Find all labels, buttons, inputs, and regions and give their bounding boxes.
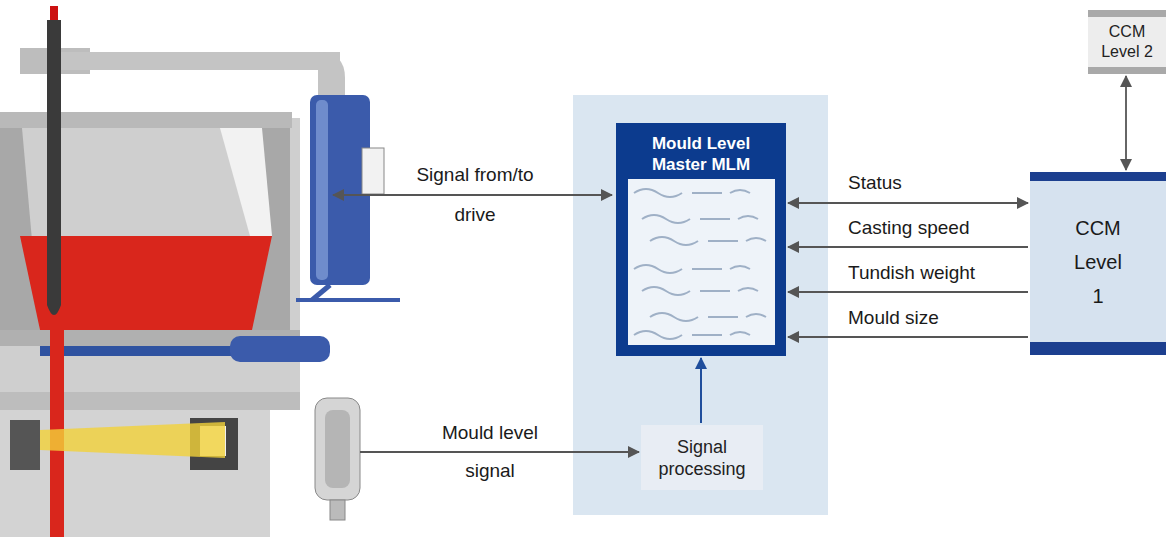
system-box: CCM Level 1: [1030, 172, 1166, 355]
mould: [0, 410, 270, 537]
level-signal-arrow: [360, 451, 639, 453]
connector-arrow: [788, 202, 1028, 204]
stopper-rod: [47, 20, 61, 315]
formula-stroke: [634, 265, 750, 273]
mould-block: [10, 420, 40, 470]
controller-box: Mould Level Master MLM: [616, 123, 786, 356]
signal-label: Mould size: [848, 306, 939, 329]
drive-signal-arrow: [333, 194, 612, 196]
node-text: CCM Level 1: [1068, 211, 1128, 313]
connector-arrow: [788, 246, 1028, 248]
signal-label: Signal from/to drive: [400, 155, 550, 235]
signal-label: Tundish weight: [848, 261, 975, 284]
formula-stroke: [634, 331, 750, 339]
formula-stroke: [650, 237, 766, 245]
node-text: Mould Level Master MLM: [631, 133, 771, 175]
formula-stroke: [650, 313, 766, 321]
gate-cylinder: [230, 336, 330, 362]
stopper-arm: [60, 52, 340, 70]
formula-picture: [628, 179, 775, 345]
level-sensor: [325, 410, 350, 488]
drive-cylinder: [310, 95, 370, 285]
connector-arrow: [1125, 76, 1127, 170]
signal-label: Status: [848, 171, 902, 194]
drive-lever: [312, 285, 330, 300]
tundish-lining: [220, 128, 272, 236]
formula-picture: [628, 179, 775, 345]
node-text: CCM Level 2: [1094, 22, 1160, 62]
drive-highlight: [316, 100, 328, 280]
control-box: [362, 148, 384, 194]
rod-cap: [50, 6, 58, 20]
node-text: Signal processing: [646, 436, 758, 480]
tundish-lid: [0, 112, 292, 128]
formula-stroke: [642, 215, 758, 223]
system-box: CCM Level 2: [1088, 10, 1166, 74]
mould-platform: [0, 392, 300, 410]
radiation-beam: [40, 422, 225, 458]
signal-label: Casting speed: [848, 216, 969, 239]
level-sensor: [315, 398, 360, 500]
sensor-stand: [330, 500, 345, 520]
stopper-arm: [318, 52, 345, 100]
formula-stroke: [634, 189, 750, 197]
connector-arrow: [700, 358, 702, 423]
connector-arrow: [788, 336, 1028, 338]
connector-arrow: [788, 291, 1028, 293]
formula-stroke: [642, 287, 758, 295]
process-box: Signal processing: [641, 425, 763, 490]
signal-label: Mould level signal: [430, 414, 550, 490]
